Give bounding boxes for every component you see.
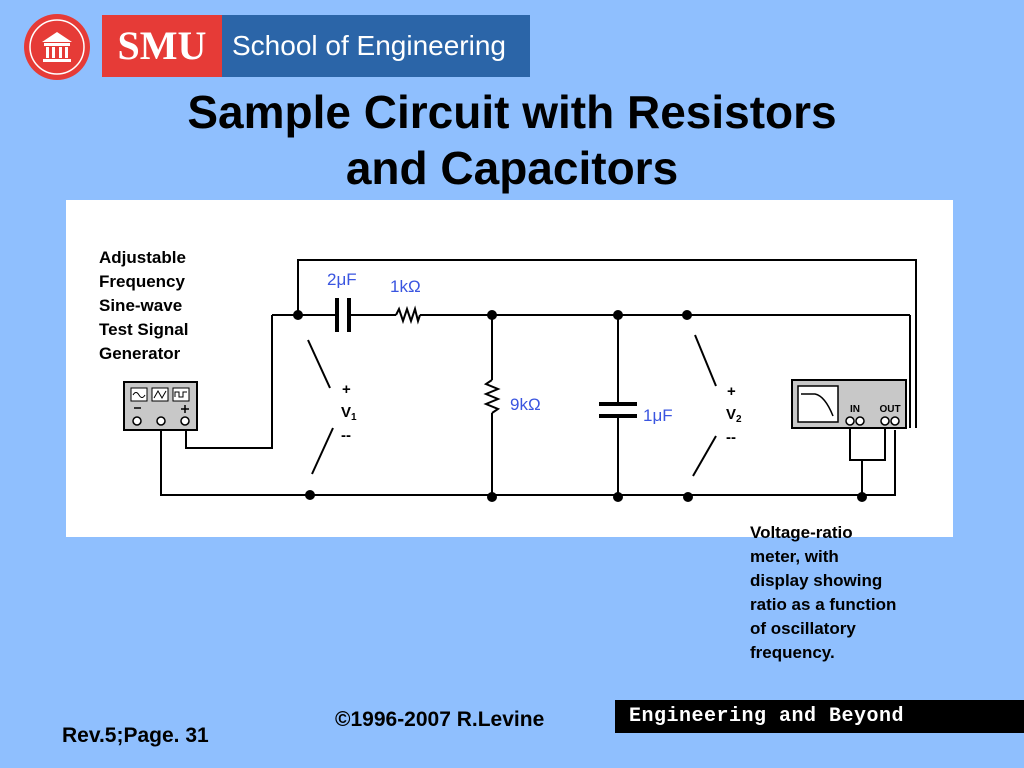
ratio-meter-device: IN OUT (791, 379, 907, 429)
meter-in-label: IN (850, 404, 860, 415)
meter-description: Voltage-ratio meter, with display showin… (750, 523, 897, 662)
v1-plus-label: + (342, 381, 351, 398)
component-labels: 2μF 1kΩ 9kΩ 1μF (327, 270, 673, 425)
junction-nodes (293, 310, 867, 502)
slide-title: Sample Circuit with Resistors and Capaci… (0, 84, 1024, 196)
meter-out-label: OUT (879, 404, 900, 415)
copyright-notice: ©1996-2007 R.Levine (335, 708, 545, 731)
resistor-9k-symbol (483, 379, 501, 414)
v1-label-group: + V1 -- (341, 381, 357, 444)
circuit-diagram-panel: IN OUT 2μF 1kΩ 9kΩ 1μF + V1 -- + V2 -- (66, 200, 953, 537)
smu-logo-text: SMU (102, 15, 222, 77)
capacitor-1uf-label: 1μF (643, 406, 673, 425)
v2-name: V (726, 406, 736, 423)
v2-plus-label: + (727, 383, 736, 400)
voltage-probes (307, 334, 717, 477)
slide-title-line1: Sample Circuit with Resistors (187, 86, 837, 138)
generator-description: Adjustable Frequency Sine-wave Test Sign… (99, 248, 189, 363)
resistor-1k-label: 1kΩ (390, 277, 421, 296)
signal-generator-device (123, 381, 198, 431)
v2-label-group: + V2 -- (726, 383, 742, 446)
v2-minus-label: -- (726, 429, 736, 446)
resistor-1k-symbol (395, 305, 421, 325)
capacitor-2uf-symbol (335, 298, 351, 332)
circuit-wires (160, 259, 917, 497)
v1-label: V1 (341, 404, 357, 423)
v1-subscript: 1 (351, 412, 357, 423)
header-banner: SMU School of Engineering (0, 0, 534, 80)
v1-minus-label: -- (341, 427, 351, 444)
v1-name: V (341, 404, 351, 421)
smu-seal-logo (24, 14, 90, 80)
slide-title-line2: and Capacitors (345, 142, 679, 194)
school-name: School of Engineering (222, 15, 530, 77)
tagline-banner: Engineering and Beyond (615, 700, 1024, 733)
capacitor-2uf-label: 2μF (327, 270, 357, 289)
resistor-9k-label: 9kΩ (510, 395, 541, 414)
v2-label: V2 (726, 406, 742, 425)
capacitor-1uf-symbol (599, 402, 637, 418)
circuit-diagram: IN OUT 2μF 1kΩ 9kΩ 1μF + V1 -- + V2 -- (123, 259, 917, 502)
page-number: Rev.5;Page. 31 (62, 724, 209, 747)
v2-subscript: 2 (736, 414, 742, 425)
